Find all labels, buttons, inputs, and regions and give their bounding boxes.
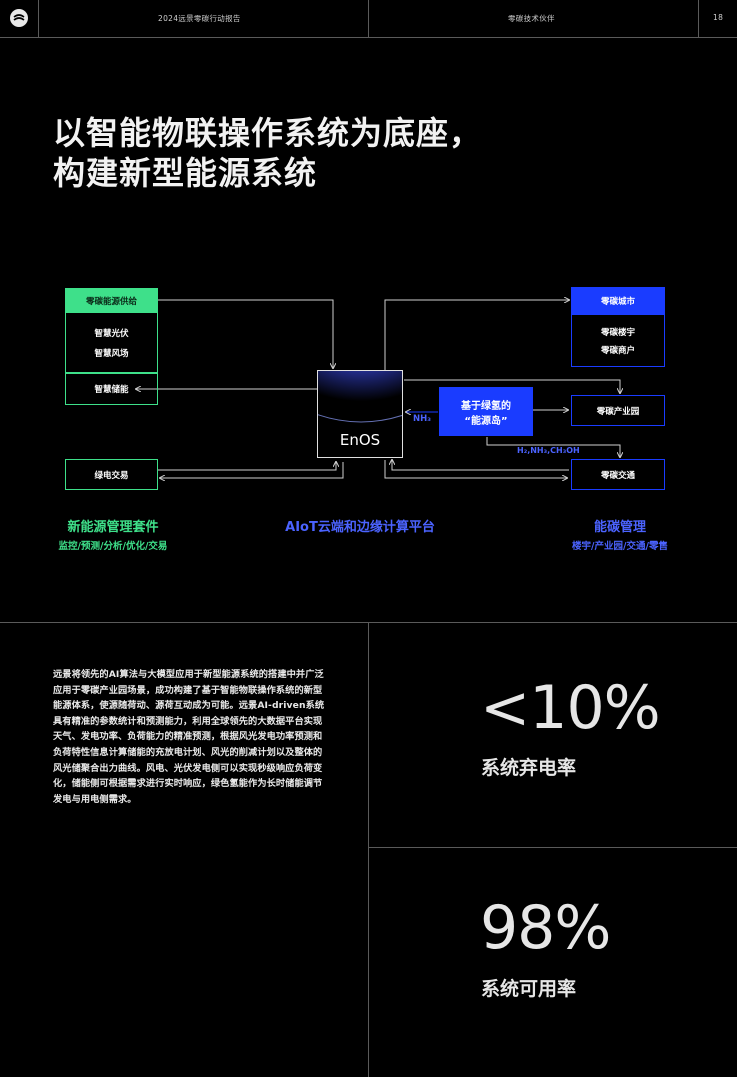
city-header: 零碳城市 <box>571 287 665 315</box>
page-number: 18 <box>713 13 724 22</box>
chemicals-label: H₂,NH₃,CH₃OH <box>517 446 580 455</box>
nh3-label: NH₃ <box>413 414 431 424</box>
enos-box: EnOS <box>317 370 403 458</box>
body-paragraph: 远景将领先的AI算法与大模型应用于新型能源系统的搭建中并广泛应用于零碳产业园场景… <box>53 669 325 805</box>
section-title: 零碳技术伙伴 <box>508 14 555 23</box>
stat-label-availability: 系统可用率 <box>481 978 577 1000</box>
city-items-box: 零碳楼宇 零碳商户 <box>571 315 665 367</box>
caption-left-title: 新能源管理套件 <box>67 520 159 535</box>
storage-box: 智慧储能 <box>65 373 158 405</box>
industrial-park-label: 零碳产业园 <box>596 406 640 417</box>
caption-right-title: 能碳管理 <box>593 520 646 535</box>
stat-value-curtailment: <10% <box>480 673 661 743</box>
page-title: 以智能物联操作系统为底座， 构建新型能源系统 <box>53 113 482 193</box>
header-separator <box>368 0 369 37</box>
header-divider <box>0 37 737 38</box>
planet-arc-graphic <box>318 371 402 423</box>
supply-header: 零碳能源供给 <box>65 288 158 313</box>
envision-logo-icon <box>10 9 28 27</box>
supply-items-box: 智慧光伏 智慧风场 <box>65 313 158 373</box>
hydrogen-line-2: “能源岛” <box>464 415 508 427</box>
stat-value-availability: 98% <box>480 893 611 963</box>
hydrogen-island-box: 基于绿氢的 “能源岛” <box>439 387 533 436</box>
trading-box: 绿电交易 <box>65 459 158 490</box>
industrial-park-box: 零碳产业园 <box>571 395 665 426</box>
enos-label: EnOS <box>339 431 381 449</box>
report-title: 2024远景零碳行动报告 <box>158 14 241 23</box>
column-divider <box>368 622 369 1077</box>
caption-right-sub: 楼宇/产业园/交通/零售 <box>572 541 668 552</box>
caption-left-sub: 监控/预测/分析/优化/交易 <box>58 541 168 552</box>
header-separator <box>698 0 699 37</box>
caption-center-title: AIoT云端和边缘计算平台 <box>285 520 435 535</box>
supply-item-pv: 智慧光伏 <box>94 328 129 339</box>
title-line-2: 构建新型能源系统 <box>53 154 318 192</box>
title-line-1: 以智能物联操作系统为底座， <box>53 114 483 152</box>
hydrogen-line-1: 基于绿氢的 <box>461 400 511 412</box>
trading-label: 绿电交易 <box>94 470 129 481</box>
supply-item-wind: 智慧风场 <box>94 348 129 359</box>
transport-box: 零碳交通 <box>571 459 665 490</box>
city-item-merchant: 零碳商户 <box>600 345 635 356</box>
transport-label: 零碳交通 <box>600 470 635 481</box>
stat-label-curtailment: 系统弃电率 <box>481 757 577 779</box>
supply-header-label: 零碳能源供给 <box>85 296 137 307</box>
diagram-connectors <box>0 0 737 620</box>
storage-label: 智慧储能 <box>94 385 129 395</box>
city-header-label: 零碳城市 <box>600 297 635 307</box>
stats-divider <box>368 847 737 848</box>
header-separator <box>38 0 39 37</box>
city-item-building: 零碳楼宇 <box>600 327 635 338</box>
